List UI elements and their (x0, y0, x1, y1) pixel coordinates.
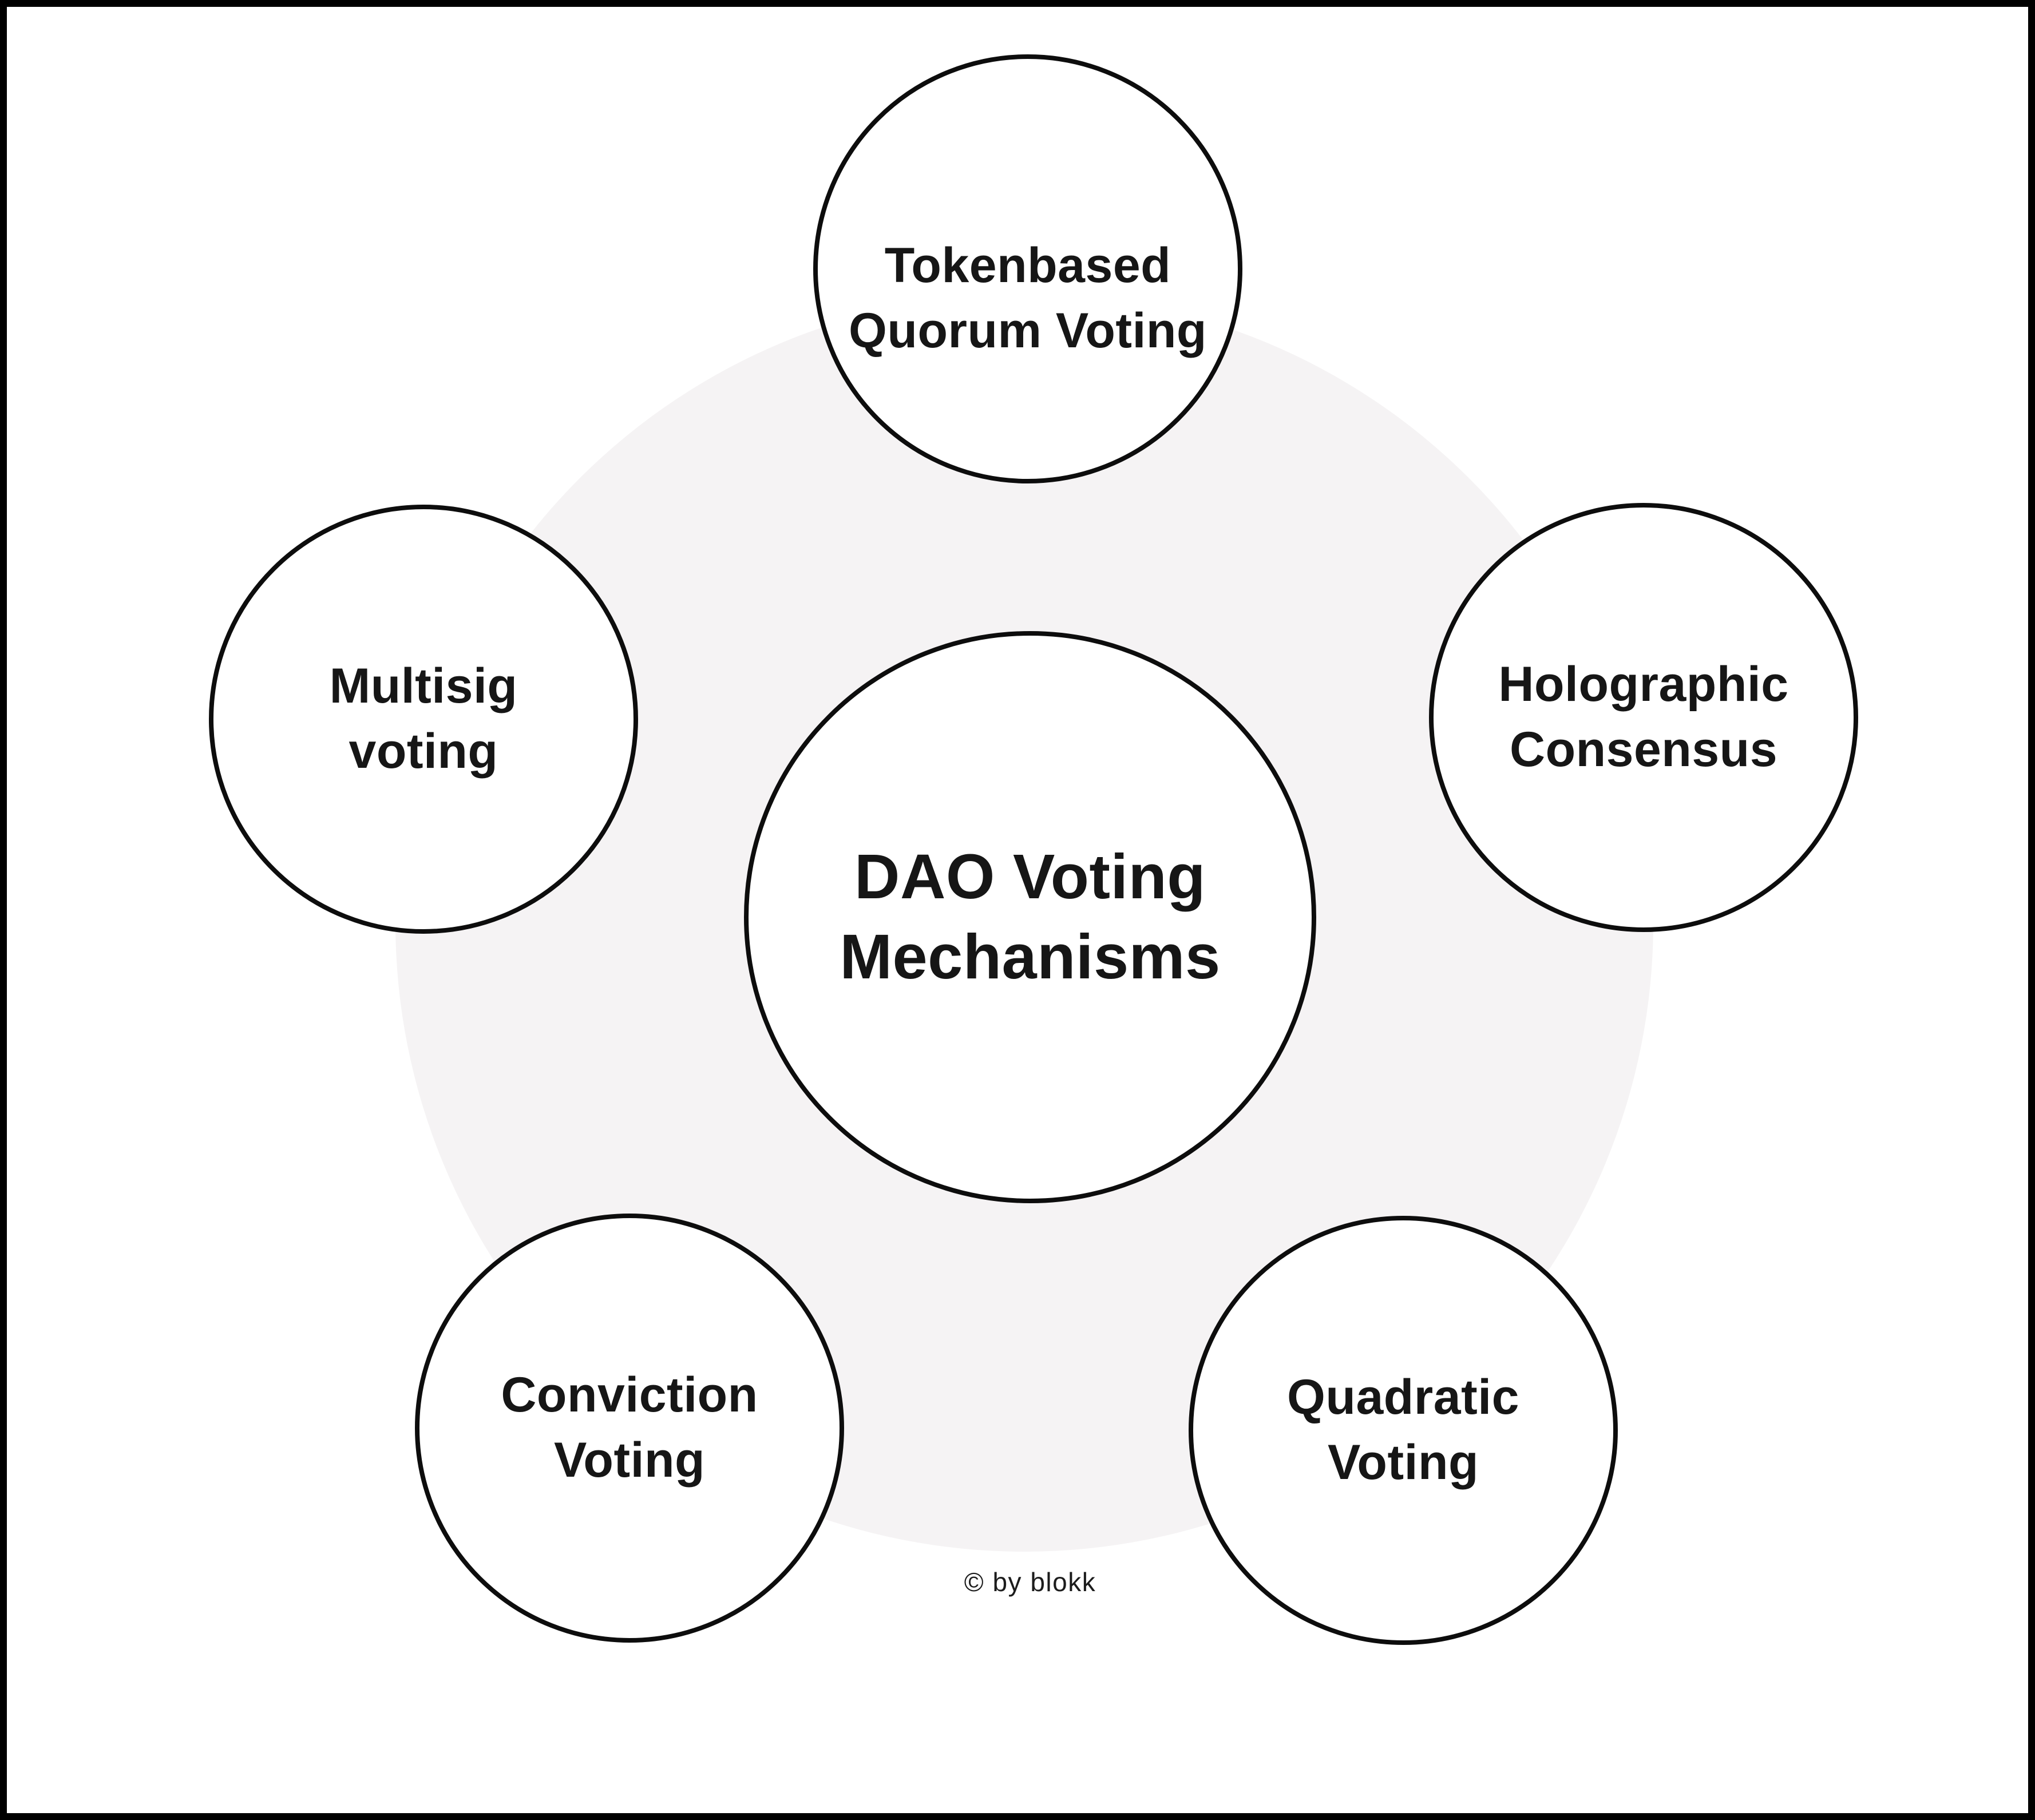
node-label-line: Quorum Voting (849, 303, 1207, 358)
node-label-line: Conviction (501, 1367, 758, 1423)
diagram-title-line: Mechanisms (840, 922, 1221, 992)
node-label-line: Voting (553, 1433, 706, 1488)
node-label: Conviction Voting (501, 1363, 758, 1493)
diagram-title: DAO Voting Mechanisms (840, 837, 1220, 997)
node-label-line: Multisig (329, 659, 518, 714)
node-tokenbased-quorum-voting: Tokenbased Quorum Voting (813, 54, 1242, 483)
node-label-line: Holographic (1498, 657, 1789, 712)
node-quadratic-voting: Quadratic Voting (1189, 1216, 1618, 1645)
node-label-line: Voting (1327, 1435, 1479, 1490)
credit-text: © by blokk (964, 1567, 1096, 1597)
node-label-line: voting (349, 724, 498, 779)
node-label-line: Consensus (1509, 722, 1778, 777)
diagram-title-line: DAO Voting (854, 842, 1206, 913)
node-multisig-voting: Multisig voting (209, 505, 638, 934)
node-label: Multisig voting (330, 654, 518, 784)
node-conviction-voting: Conviction Voting (415, 1214, 844, 1643)
node-label-line: Quadratic (1287, 1370, 1519, 1425)
node-holographic-consensus: Holographic Consensus (1429, 503, 1858, 932)
node-label: Quadratic Voting (1287, 1365, 1519, 1495)
node-label: Tokenbased Quorum Voting (849, 233, 1207, 363)
node-label: Holographic Consensus (1498, 652, 1788, 782)
center-node-dao-voting-mechanisms: DAO Voting Mechanisms (744, 631, 1316, 1203)
node-label-line: Tokenbased (884, 238, 1171, 294)
